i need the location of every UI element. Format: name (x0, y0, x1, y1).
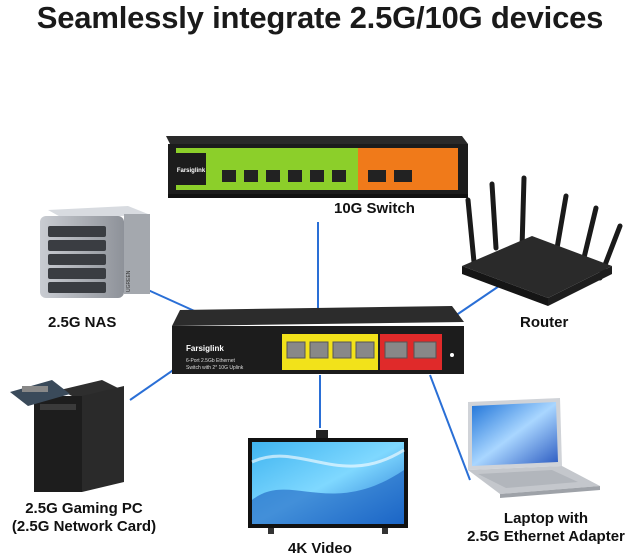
label-gaming-pc-line2: (2.5G Network Card) (11, 518, 157, 535)
tv-device (248, 430, 408, 534)
gaming-pc-device (10, 380, 124, 492)
headline: Seamlessly integrate 2.5G/10G devices (36, 0, 604, 35)
label-10g-switch: 10G Switch (334, 200, 415, 217)
label-laptop: Laptop with 2.5G Ethernet Adapter (452, 510, 640, 546)
label-gaming-pc: 2.5G Gaming PC (2.5G Network Card) (0, 500, 168, 536)
router-device (462, 175, 623, 306)
connection-lines (129, 222, 506, 481)
label-router: Router (520, 314, 569, 331)
switch-10g-brand: Farsiglink (177, 168, 206, 174)
label-nas: 2.5G NAS (48, 314, 117, 331)
main-switch-desc-2: Switch with 2* 10G Uplink (186, 365, 244, 371)
switch-10g: Farsiglink (166, 136, 468, 198)
main-switch-brand: Farsiglink (186, 344, 224, 353)
label-tv: 4K Video (288, 540, 352, 557)
nas-brand: UGREEN (126, 270, 132, 292)
label-gaming-pc-line1: 2.5G Gaming PC (25, 500, 143, 517)
link-router (451, 281, 506, 319)
network-card (10, 380, 70, 406)
link-laptop (429, 374, 471, 481)
laptop-device (468, 398, 600, 498)
main-switch: Farsiglink 6-Port 2.5Gb Ethernet Switch … (172, 306, 464, 374)
nas-device: UGREEN (40, 206, 150, 298)
label-laptop-line2: 2.5G Ethernet Adapter (467, 528, 625, 545)
main-switch-desc-1: 6-Port 2.5Gb Ethernet (186, 358, 236, 364)
label-laptop-line1: Laptop with (503, 510, 589, 527)
